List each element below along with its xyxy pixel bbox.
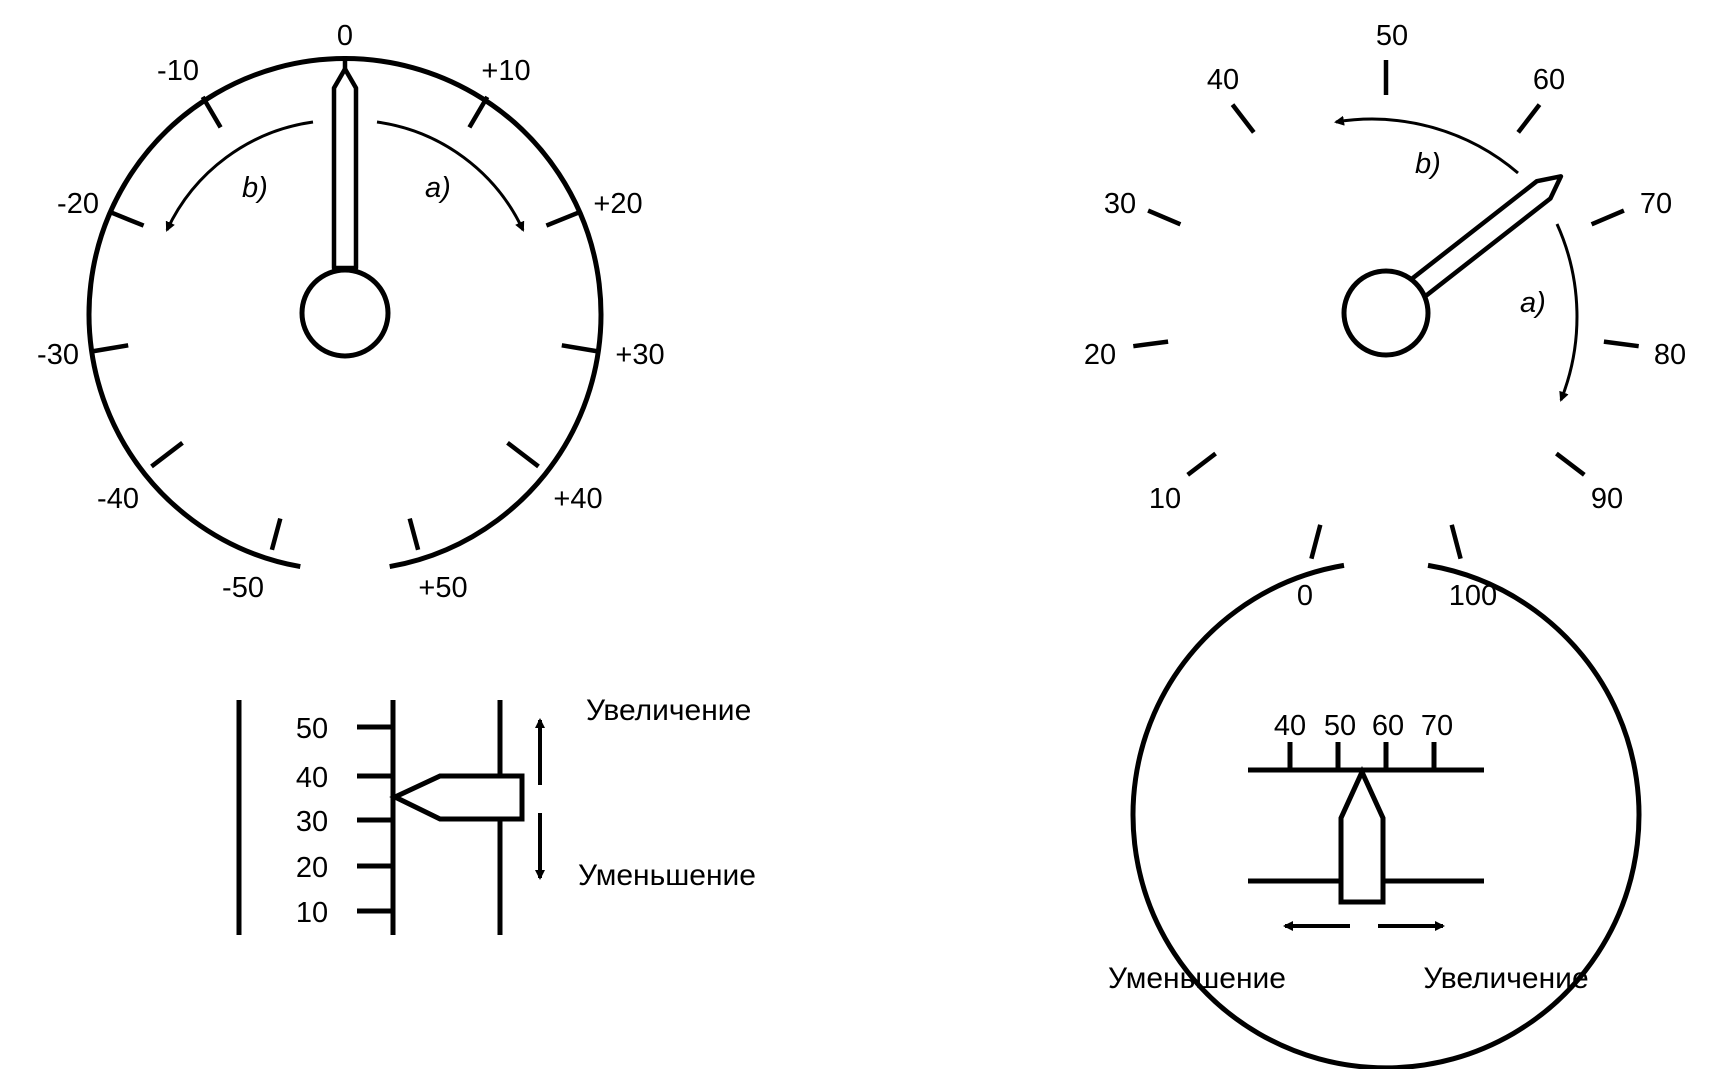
vertical-scale-tick-label: 50 xyxy=(296,713,328,745)
vertical-scale-ticks xyxy=(357,724,393,914)
dial-right-tick-mark xyxy=(1230,103,1256,134)
dial-left-arrow-a xyxy=(376,120,525,232)
dial-left-arrow-b-label: b) xyxy=(242,172,268,204)
dial-left-hub xyxy=(299,267,391,359)
vertical-scale-tick-label: 40 xyxy=(296,762,328,794)
dial-right-tick-label: 80 xyxy=(1654,339,1686,371)
dial-left-tick-label: +10 xyxy=(481,55,530,87)
dial-right-tick-mark xyxy=(1555,451,1586,477)
dial-left-tick-mark xyxy=(561,343,600,354)
horizontal-scale-tick-label: 60 xyxy=(1372,710,1404,742)
dial-right-tick-labels: 0 10 20 30 40 50 60 70 80 90 100 xyxy=(1084,20,1686,612)
dial-right-tick-label: 30 xyxy=(1104,188,1136,220)
dial-right-tick-mark xyxy=(1590,208,1625,227)
dial-right-tick-label: 50 xyxy=(1376,20,1408,52)
dial-right-tick-label: 20 xyxy=(1084,339,1116,371)
dial-right-tick-mark xyxy=(1186,451,1217,477)
dial-left-tick-mark xyxy=(90,343,129,354)
dial-right-tick-label: 100 xyxy=(1449,580,1497,612)
dial-left-tick-mark xyxy=(545,210,581,228)
dial-right-tick-mark xyxy=(1603,339,1639,349)
dial-right: 0 10 20 30 40 50 60 70 80 90 100 b) a) xyxy=(1084,20,1686,1069)
dial-right-arrow-a-label: a) xyxy=(1520,287,1546,319)
dial-right-tick-label: 70 xyxy=(1640,188,1672,220)
dial-left-tick-label: -50 xyxy=(222,572,264,604)
horizontal-scale-ticks xyxy=(1287,742,1437,770)
dial-left-tick-mark xyxy=(109,210,145,228)
dial-left-needle xyxy=(299,66,391,359)
dial-left-tick-label: 0 xyxy=(337,20,353,52)
dial-left-tick-label: +50 xyxy=(418,572,467,604)
dial-left-tick-mark xyxy=(150,441,184,469)
dial-right-tick-mark xyxy=(1516,103,1542,134)
vertical-scale-decrease-label: Уменьшение xyxy=(578,859,756,892)
dial-left-tick-marks xyxy=(90,56,600,551)
vertical-scale-tick-label: 20 xyxy=(296,852,328,884)
dial-right-arrow-a xyxy=(1555,223,1579,402)
dial-left-tick-labels: 0 +10 +20 +30 +40 +50 -50 -40 -30 -20 -1… xyxy=(37,20,665,604)
dial-left-needle-shaft xyxy=(331,66,359,271)
dial-left-arrow-b xyxy=(165,120,314,232)
vertical-scale-increase-label: Увеличение xyxy=(586,694,751,727)
dial-right-rim xyxy=(1130,562,1642,1069)
dial-right-tick-label: 90 xyxy=(1591,483,1623,515)
horizontal-scale-tick-label: 70 xyxy=(1421,710,1453,742)
dial-right-tick-label: 60 xyxy=(1533,64,1565,96)
dial-right-arrow-b xyxy=(1334,115,1519,175)
dial-right-tick-mark xyxy=(1449,524,1463,560)
horizontal-scale-tick-label: 50 xyxy=(1324,710,1356,742)
dial-right-tick-mark xyxy=(1147,208,1182,227)
horizontal-scale-pointer xyxy=(1338,765,1386,905)
vertical-scale-labels: 50 40 30 20 10 xyxy=(296,713,328,929)
vertical-scale-pointer xyxy=(389,773,525,822)
horizontal-scale-tick-label: 40 xyxy=(1274,710,1306,742)
dial-left-tick-mark xyxy=(506,441,540,469)
dial-right-hub xyxy=(1341,268,1431,358)
horizontal-scale-decrease-label: Уменьшение xyxy=(1108,962,1286,995)
dial-left-tick-label: -40 xyxy=(97,483,139,515)
dial-right-tick-label: 40 xyxy=(1207,64,1239,96)
dial-left-arrow-a-label: a) xyxy=(425,172,451,204)
dial-left-tick-mark xyxy=(200,95,223,129)
horizontal-scale: 40 50 60 70 Уменьшение Увеличение xyxy=(1108,710,1589,995)
horizontal-scale-increase-label: Увеличение xyxy=(1423,962,1588,995)
vertical-scale: 50 40 30 20 10 Увеличение Уменьшение xyxy=(236,694,756,935)
dial-right-tick-marks xyxy=(1133,60,1639,560)
dial-right-needle xyxy=(1341,174,1564,358)
dial-left-tick-label: +40 xyxy=(553,483,602,515)
dial-right-needle-shaft xyxy=(1408,174,1564,300)
vertical-scale-tick-label: 10 xyxy=(296,897,328,929)
dial-right-arrow-b-label: b) xyxy=(1415,148,1441,180)
dial-left-tick-mark xyxy=(269,518,283,551)
dial-left-tick-mark xyxy=(407,518,421,551)
dial-left-tick-label: +30 xyxy=(615,339,664,371)
horizontal-scale-labels: 40 50 60 70 xyxy=(1274,710,1453,742)
dial-right-tick-mark xyxy=(1309,524,1323,560)
dial-right-tick-mark xyxy=(1133,339,1169,349)
dial-left-tick-label: -10 xyxy=(157,55,199,87)
dial-right-tick-label: 10 xyxy=(1149,483,1181,515)
dial-left-tick-label: -20 xyxy=(57,188,99,220)
dial-left: 0 +10 +20 +30 +40 +50 -50 -40 -30 -20 -1… xyxy=(37,20,665,604)
dial-left-tick-label: -30 xyxy=(37,339,79,371)
dial-left-tick-mark xyxy=(467,95,490,129)
dial-left-tick-label: +20 xyxy=(593,188,642,220)
dial-right-tick-label: 0 xyxy=(1297,580,1313,612)
vertical-scale-tick-label: 30 xyxy=(296,806,328,838)
